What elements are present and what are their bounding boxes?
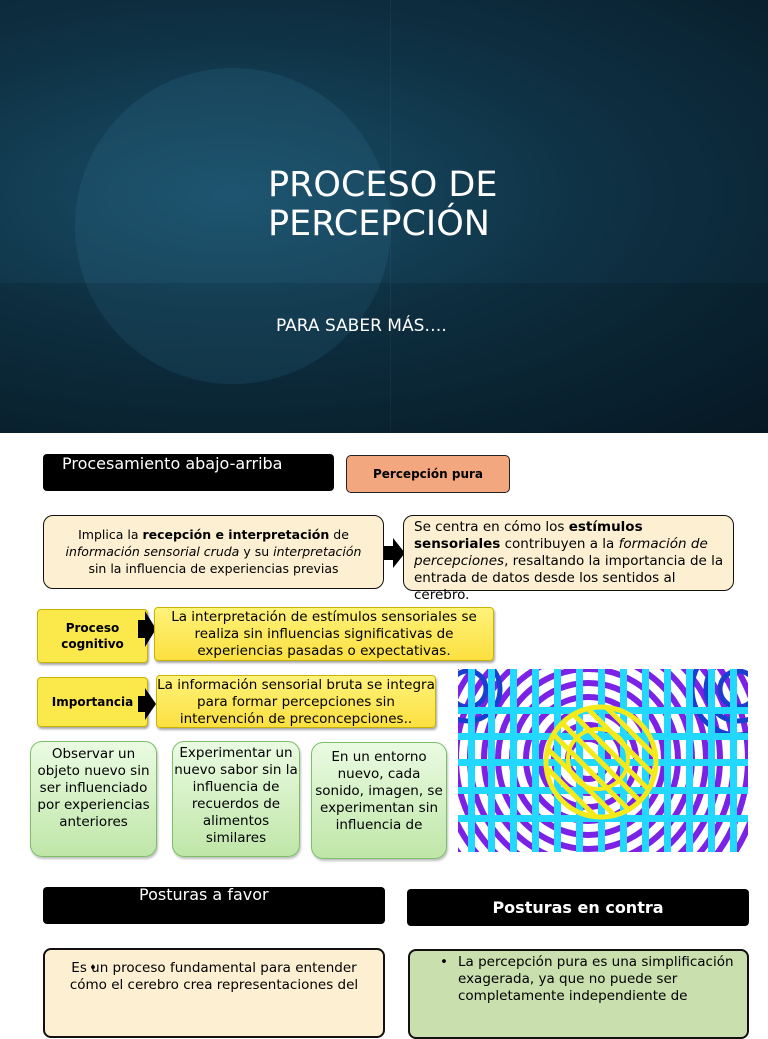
example-card: Observar un objeto nuevo sin ser influen… [30,741,157,857]
bullet: • [440,954,448,970]
arrow-right-icon [138,611,156,647]
decorative-circle [75,68,391,384]
arrow-right-icon [384,538,405,568]
example-card: Experimentar un nuevo sabor sin la influ… [172,741,300,857]
percepcion-pura-tag: Percepción pura [346,455,510,493]
decorative-band [0,283,768,433]
decorative-line [390,0,391,433]
slide-title: PROCESO DE PERCEPCIÓN [268,165,498,244]
posturas-contra-box: • La percepción pura es una simplificaci… [408,949,749,1039]
posturas-favor-header: Posturas a favor [43,885,385,924]
example-card: En un entorno nuevo, cada sonido, imagen… [311,742,447,859]
arrow-right-icon [138,688,156,720]
favor-text-2: cómo el cerebro crea representaciones de… [69,977,359,993]
title-slide: PROCESO DE PERCEPCIÓN PARA SABER MÁS…. [0,0,768,433]
importancia-box: La información sensorial bruta se integr… [156,675,436,728]
favor-text: Es un proceso fundamental para entender [71,960,357,976]
contra-text: La percepción pura es una simplificación… [458,954,749,1004]
optical-illusion-image [458,669,748,852]
slide-subtitle: PARA SABER MÁS…. [276,316,447,336]
importancia-label: Importancia [37,677,148,727]
centra-box: Se centra en cómo los estímulos sensoria… [403,515,734,603]
implica-box: Implica la recepción e interpretación de… [43,515,384,589]
posturas-favor-box: • Es un proceso fundamental para entende… [43,948,385,1038]
proceso-cognitivo-label: Proceso cognitivo [37,609,148,663]
section-header-text: Procesamiento abajo-arriba [62,454,283,473]
proceso-cognitivo-box: La interpretación de estímulos sensorial… [154,607,494,661]
posturas-contra-header: Posturas en contra [407,889,749,926]
section-header-bar: Procesamiento abajo-arriba [43,454,334,491]
bullet: • [89,960,97,976]
posturas-favor-title: Posturas a favor [139,885,269,904]
